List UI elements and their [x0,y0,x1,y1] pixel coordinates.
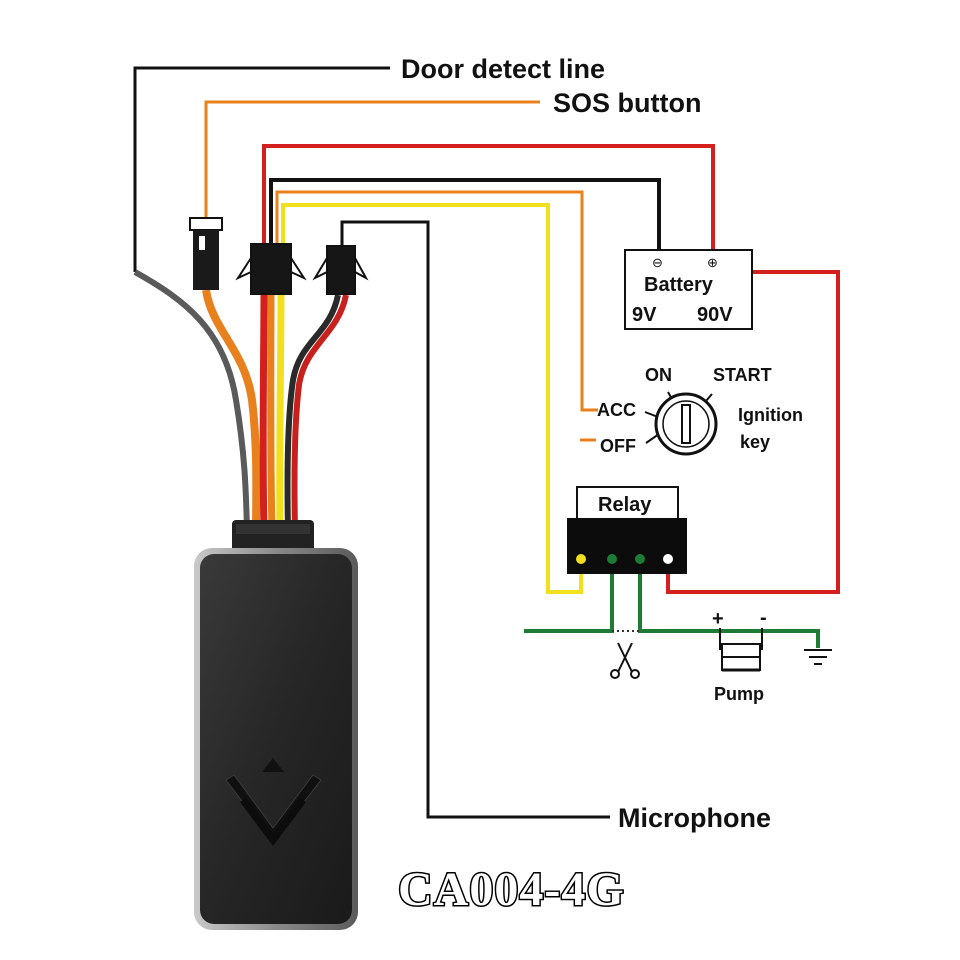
connector-icon [189,217,369,295]
microphone-wire [340,220,610,819]
scissors-icon [610,642,640,679]
pump-symbol: + - Pump [712,607,767,704]
ignition-acc-label: ACC [597,400,636,420]
relay-pin-white [663,554,673,564]
battery-negative-wire [269,178,661,252]
harness-yellow-wire [276,289,285,531]
harness-orange-wire [267,289,276,531]
relay-red-wire [666,270,840,594]
harness-red-wire-2 [291,294,349,531]
relay-box: Relay [567,486,687,574]
sos-wire [204,100,540,222]
battery-box: ⊖ ⊕ Battery 9V 90V [624,249,753,330]
harness-gray-wire [133,269,250,531]
pump-minus: - [760,607,767,629]
door-detect-label: Door detect line [401,54,605,84]
microphone-label: Microphone [618,803,771,833]
acc-wire [275,190,598,412]
pump-plus: + [712,608,724,630]
ignition-on-label: ON [645,365,672,385]
ignition-start-label: START [713,365,772,385]
relay-pin-green-1 [607,554,617,564]
battery-positive-wire [262,144,715,252]
battery-positive-symbol: ⊕ [707,255,718,270]
harness-red-wire [259,289,268,531]
ground-icon [804,649,832,665]
relay-title: Relay [598,494,652,516]
relay-pin-yellow [576,554,586,564]
ignition-caption-line2: key [740,432,770,452]
relay-yellow-wire [281,203,583,594]
battery-voltage-high: 90V [697,304,733,326]
ignition-key-icon [644,391,718,456]
relay-green-wire-2 [638,562,820,648]
model-name: CA004-4G [398,863,625,916]
harness-dark-wire [284,294,341,531]
relay-pin-green-2 [635,554,645,564]
harness-orange-wire-sos [202,289,261,531]
ignition-off-label: OFF [600,436,636,456]
battery-negative-symbol: ⊖ [652,255,663,270]
sos-button-label: SOS button [553,88,701,118]
door-detect-wire [133,66,390,272]
ignition-caption-line1: Ignition [738,405,803,425]
gps-tracker-device [194,520,358,930]
pump-label: Pump [714,684,764,704]
battery-title: Battery [644,274,714,296]
battery-voltage-low: 9V [632,304,657,326]
